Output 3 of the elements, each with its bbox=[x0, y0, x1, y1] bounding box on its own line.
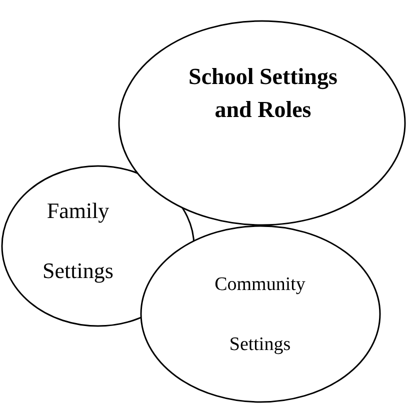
ellipse-label: Family Settings bbox=[42, 197, 114, 285]
ellipse-label: School Settings and Roles bbox=[188, 63, 338, 124]
ellipse-label: Community Settings bbox=[214, 273, 306, 357]
